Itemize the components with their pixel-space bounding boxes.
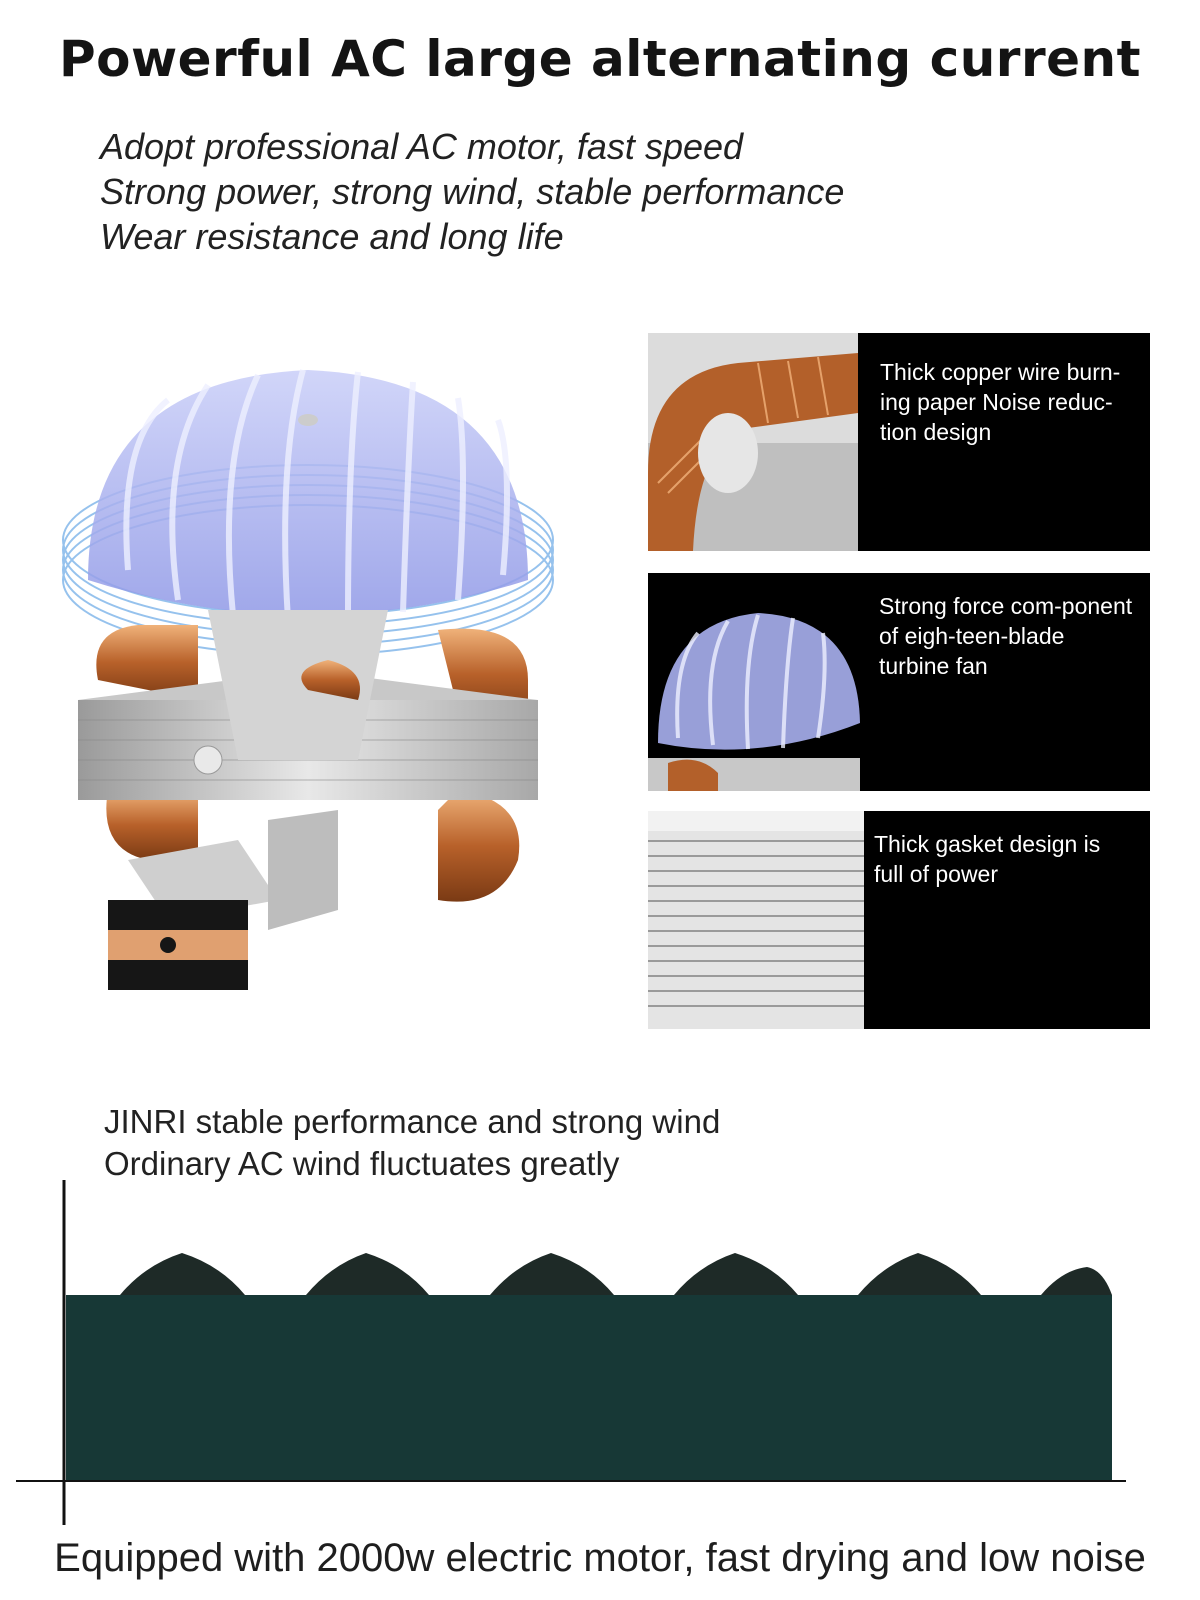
stator-core (78, 610, 538, 800)
feature-text: Thick gasket design is full of power (874, 831, 1101, 887)
wind-comparison-line: Ordinary AC wind fluctuates greatly (104, 1145, 620, 1182)
footer-tagline: Equipped with 2000w electric motor, fast… (54, 1536, 1146, 1580)
feature-text: Strong force com-ponent of eigh-teen-bla… (879, 593, 1133, 679)
subtitle-line: Strong power, strong wind, stable perfor… (100, 171, 845, 212)
page-title: Powerful AC large alternating current (58, 30, 1142, 88)
fluctuation-wave (120, 1253, 1112, 1295)
wind-comparison-line: JINRI stable performance and strong wind (104, 1103, 721, 1140)
feature-panel-copper: Thick copper wire burn-ing paper Noise r… (648, 333, 1150, 551)
stacked-gasket-image (648, 811, 864, 1029)
wind-comparison-graphic (16, 1180, 1126, 1525)
stable-wind-area (66, 1295, 1112, 1480)
motor-illustration (62, 369, 554, 990)
subtitle-block: Adopt professional AC motor, fast speed … (100, 124, 844, 259)
feature-panel-fan: Strong force com-ponent of eigh-teen-bla… (648, 573, 1150, 791)
feature-panel-gasket: Thick gasket design is full of power (648, 811, 1150, 1029)
copper-coil-image (648, 333, 858, 551)
turbine-fan-image (648, 573, 860, 791)
subtitle-line: Wear resistance and long life (100, 216, 564, 257)
subtitle-line: Adopt professional AC motor, fast speed (100, 126, 744, 167)
switch-terminal (108, 810, 338, 990)
turbine-fan (88, 369, 528, 621)
feature-text: Thick copper wire burn-ing paper Noise r… (880, 359, 1121, 445)
